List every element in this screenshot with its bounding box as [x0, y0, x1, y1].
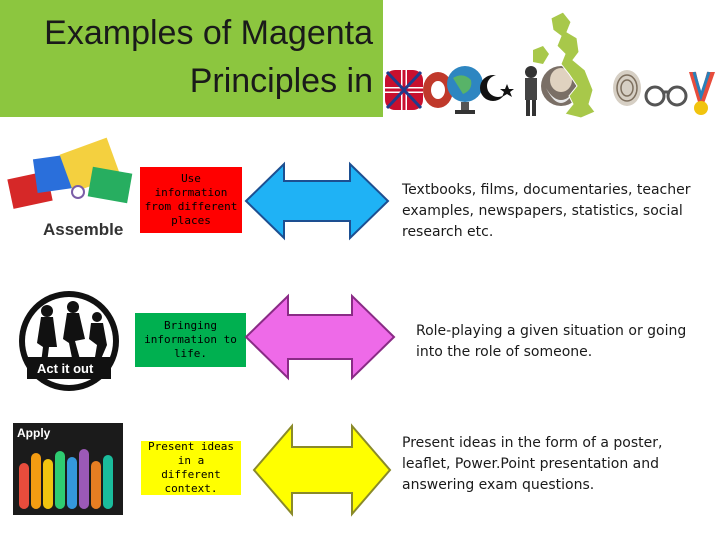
- act-it-out-caption: Act it out: [37, 361, 94, 376]
- title-banner: Examples of Magenta Principles in: [0, 0, 383, 117]
- description-row-3: Present ideas in the form of a poster, l…: [402, 435, 663, 493]
- page-title-line-2: Principles in: [189, 62, 373, 100]
- page-title-line-1: Examples of Magenta: [44, 14, 373, 52]
- peace-v-letter-icon: [689, 71, 715, 115]
- description-row-1: Textbooks, films, documentaries, teacher…: [402, 182, 691, 240]
- assemble-caption: Assemble: [43, 220, 123, 239]
- crescent-star-icon: [480, 75, 514, 101]
- o-letter-icon: [423, 72, 453, 108]
- union-jack-s-letter-icon: [385, 70, 423, 110]
- fingerprint-face-icon: [613, 70, 641, 106]
- soldier-figure-icon: [525, 66, 537, 116]
- act-it-out-image: Act it out: [13, 287, 125, 395]
- apply-caption: Apply: [17, 426, 51, 440]
- handcuffs-icon: [644, 85, 688, 107]
- double-arrow-yellow: [252, 423, 392, 517]
- apply-hands-image: Apply: [13, 423, 123, 515]
- uk-map-icon: [533, 11, 596, 119]
- globe-icon: [447, 66, 483, 114]
- label-use-information: Use information from different places: [140, 167, 242, 233]
- assemble-lego-image: Assemble: [5, 135, 135, 243]
- double-arrow-pink: [244, 293, 396, 381]
- label-present-ideas: Present ideas in a different context.: [141, 440, 241, 495]
- double-arrow-blue: [244, 161, 390, 241]
- sociology-banner: [385, 11, 715, 119]
- label-bringing-information: Bringing information to life.: [135, 313, 246, 367]
- description-row-2: Role-playing a given situation or going …: [416, 323, 687, 360]
